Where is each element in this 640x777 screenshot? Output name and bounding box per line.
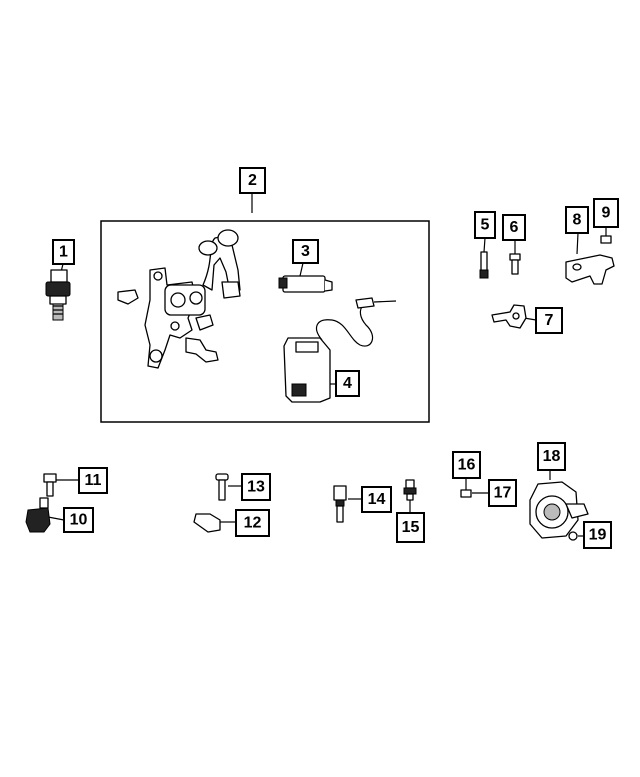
callout-12: 12 xyxy=(235,509,270,537)
part-13-bolt xyxy=(215,473,242,501)
callout-5: 5 xyxy=(474,211,496,239)
callout-9: 9 xyxy=(593,198,619,228)
callout-8: 8 xyxy=(565,206,589,234)
part-19-screw xyxy=(568,531,584,541)
callout-3: 3 xyxy=(292,239,319,264)
svg-text:19: 19 xyxy=(589,527,607,544)
callout-13: 13 xyxy=(241,473,271,501)
svg-text:13: 13 xyxy=(247,479,265,496)
svg-text:7: 7 xyxy=(545,312,554,329)
callout-6: 6 xyxy=(502,214,526,241)
part-11-bolt xyxy=(43,473,79,497)
svg-text:2: 2 xyxy=(248,172,257,189)
callout-4: 4 xyxy=(335,370,360,397)
svg-text:18: 18 xyxy=(543,448,561,465)
svg-text:9: 9 xyxy=(602,205,611,222)
part-15-sensor-stud xyxy=(403,479,417,513)
callout-15: 15 xyxy=(396,512,425,543)
svg-text:14: 14 xyxy=(368,491,386,508)
svg-text:17: 17 xyxy=(494,485,512,502)
callout-17: 17 xyxy=(488,479,517,507)
part-8-bracket xyxy=(565,232,615,285)
part-9-nut xyxy=(600,227,612,244)
callout-1: 1 xyxy=(52,239,75,265)
svg-text:8: 8 xyxy=(573,212,582,229)
svg-text:1: 1 xyxy=(59,244,68,261)
callout-19: 19 xyxy=(583,521,612,549)
callout-10: 10 xyxy=(63,507,94,533)
part-5-sensor-stud xyxy=(479,237,489,279)
callout-11: 11 xyxy=(78,467,108,494)
part-1-pressure-sensor xyxy=(45,263,71,321)
svg-text:10: 10 xyxy=(70,512,88,529)
part-6-bolt xyxy=(509,240,521,275)
callout-16: 16 xyxy=(452,451,481,479)
svg-text:3: 3 xyxy=(301,243,310,260)
callout-2: 2 xyxy=(239,167,266,194)
part-10-connector-sensor xyxy=(25,497,65,533)
callout-14: 14 xyxy=(361,486,392,513)
part-16-nut xyxy=(460,478,472,498)
part-7-position-sensor xyxy=(491,304,537,329)
svg-text:6: 6 xyxy=(510,219,519,236)
svg-text:5: 5 xyxy=(481,217,490,234)
part-12-connector xyxy=(193,513,236,533)
svg-text:11: 11 xyxy=(85,472,102,489)
svg-text:12: 12 xyxy=(244,515,262,532)
callout-7: 7 xyxy=(535,307,563,334)
callout-18: 18 xyxy=(537,442,566,471)
svg-text:16: 16 xyxy=(458,457,476,474)
part-18-actuator xyxy=(529,470,589,539)
part-4-control-module xyxy=(283,297,397,403)
part-2-module-assembly xyxy=(117,229,241,369)
part-3-sensor-module xyxy=(278,262,333,293)
svg-text:4: 4 xyxy=(343,375,352,392)
assembly-group-frame xyxy=(100,220,430,423)
svg-text:15: 15 xyxy=(402,519,420,536)
part-14-temperature-sensor xyxy=(333,485,362,523)
